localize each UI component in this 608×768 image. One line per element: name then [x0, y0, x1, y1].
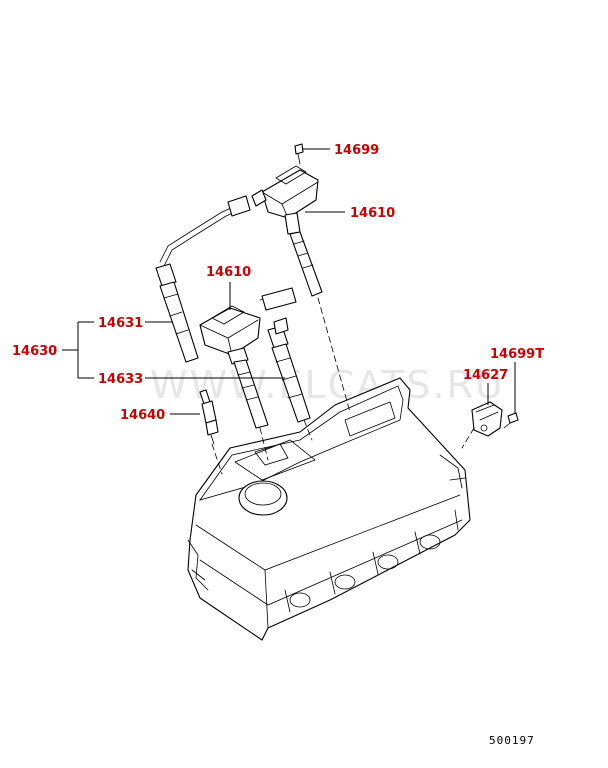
callout-14640[interactable]: 14640 — [120, 408, 165, 423]
bolt-14699T-illustration — [503, 412, 519, 429]
spark-plug-illustration — [199, 389, 219, 445]
ignition-coil-upper — [251, 165, 323, 297]
leader-lines — [62, 148, 516, 475]
diagram-id: 500197 — [489, 734, 535, 747]
ignition-coil-lower — [199, 305, 269, 429]
callout-14699[interactable]: 14699 — [334, 143, 379, 158]
cylinder-head-illustration — [187, 377, 471, 641]
callout-14610-ignition-coil-lower[interactable]: 14610 — [206, 265, 251, 280]
callout-14610-ignition-coil[interactable]: 14610 — [350, 206, 395, 221]
callout-14699T[interactable]: 14699T — [490, 347, 544, 362]
crank-angle-sensor-illustration — [471, 401, 503, 437]
callout-14627[interactable]: 14627 — [463, 368, 508, 383]
bolt-14699-illustration — [294, 143, 304, 165]
callout-14633[interactable]: 14633 — [98, 372, 143, 387]
spark-plug-cable-set — [155, 195, 311, 423]
callout-14630[interactable]: 14630 — [12, 344, 57, 359]
callout-14631[interactable]: 14631 — [98, 316, 143, 331]
